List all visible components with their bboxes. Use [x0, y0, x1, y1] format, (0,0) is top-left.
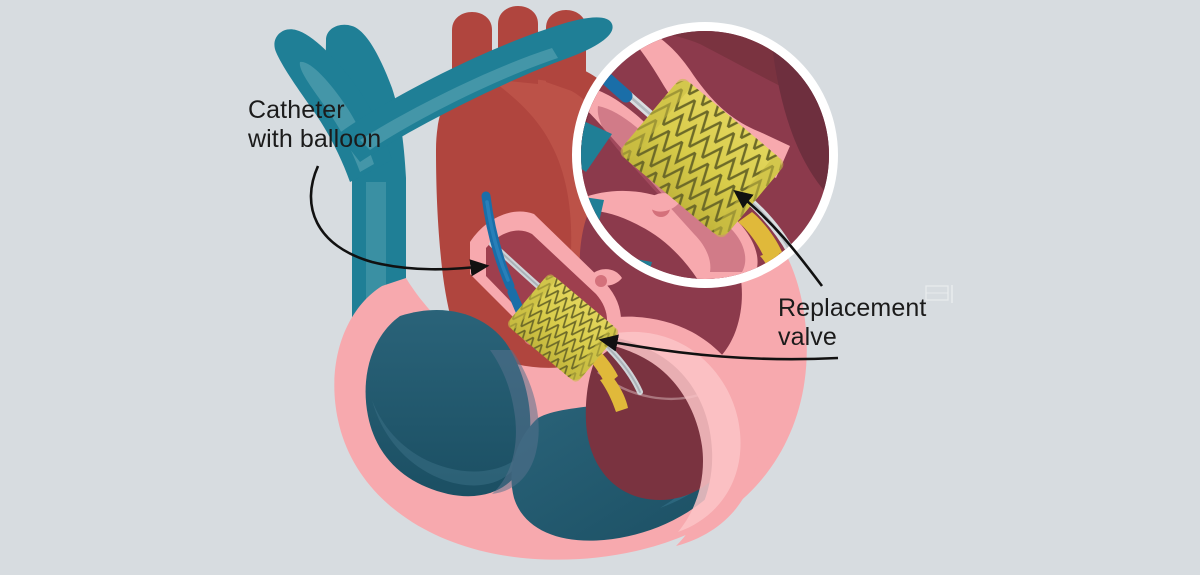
stent-edge-left — [507, 274, 556, 329]
inset-catheter-blue-tip — [601, 73, 633, 103]
diagonal-vein-highlight — [360, 48, 558, 150]
replacement-valve-stent — [507, 274, 619, 382]
balloon-gold-tip — [600, 376, 628, 412]
callout-arrows — [309, 165, 839, 361]
interventricular-septum — [490, 350, 539, 494]
inset-ring — [572, 22, 838, 288]
magnified-inset — [572, 22, 838, 288]
arrow-to-main-valve — [598, 334, 839, 361]
label-catheter-with-balloon: Catheter with balloon — [248, 96, 382, 153]
label-replacement-valve: Replacement valve — [778, 294, 927, 351]
myocardium-inner-band-2 — [584, 331, 741, 532]
valve-cusp-node-b — [595, 275, 607, 287]
inset-balloon-gold — [738, 212, 782, 262]
catheter-blue-highlight — [485, 200, 510, 282]
watermark-artifact — [925, 285, 953, 303]
right-atrium-shade — [372, 400, 524, 486]
inset-stent-edge-left — [620, 78, 690, 159]
inset-teal-fragment-b — [581, 118, 612, 172]
arrow-to-catheter — [309, 165, 490, 277]
arrow-to-inset-valve — [733, 189, 824, 287]
